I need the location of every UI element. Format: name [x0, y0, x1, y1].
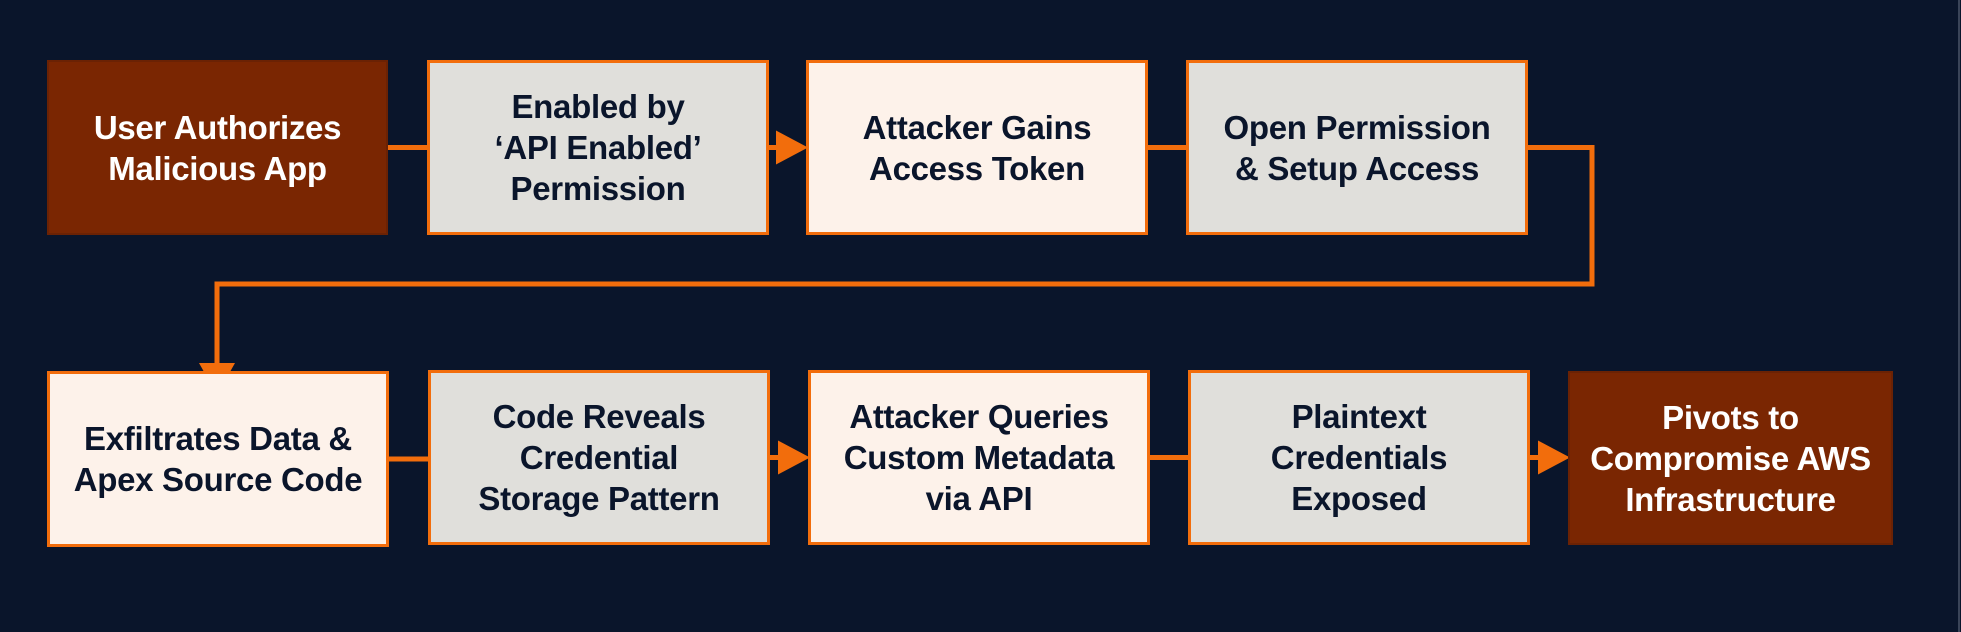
node-code-reveals-pattern: Code Reveals Credential Storage Pattern — [428, 370, 770, 545]
node-label: Code Reveals Credential Storage Pattern — [478, 398, 720, 517]
node-open-permission-setup: Open Permission & Setup Access — [1186, 60, 1528, 235]
node-label: Exfiltrates Data & Apex Source Code — [73, 420, 363, 498]
connector-n8-n9-arrowhead — [1538, 440, 1570, 475]
node-label: Attacker Queries Custom Metadata via API — [843, 398, 1115, 517]
right-edge-divider — [1958, 0, 1960, 632]
connector-n4-n5 — [214, 145, 1595, 373]
node-label: Pivots to Compromise AWS Infrastructure — [1590, 398, 1871, 518]
connector-n6-n7-arrowhead — [778, 440, 810, 475]
node-pivots-to-aws: Pivots to Compromise AWS Infrastructure — [1568, 371, 1893, 545]
node-attacker-gains-token: Attacker Gains Access Token — [806, 60, 1148, 235]
node-label: Attacker Gains Access Token — [862, 108, 1092, 187]
node-label: Open Permission & Setup Access — [1223, 108, 1491, 187]
node-exfiltrates-data: Exfiltrates Data & Apex Source Code — [47, 371, 389, 547]
node-label: Enabled by ‘API Enabled’ Permission — [494, 88, 702, 207]
node-plaintext-credentials: Plaintext Credentials Exposed — [1188, 370, 1530, 545]
node-attacker-queries-metadata: Attacker Queries Custom Metadata via API — [808, 370, 1150, 545]
connector-n2-n3-arrowhead — [776, 130, 808, 165]
node-user-authorizes-app: User Authorizes Malicious App — [47, 60, 388, 235]
node-label: User Authorizes Malicious App — [93, 108, 342, 187]
node-api-enabled-permission: Enabled by ‘API Enabled’ Permission — [427, 60, 769, 235]
node-label: Plaintext Credentials Exposed — [1270, 398, 1448, 517]
